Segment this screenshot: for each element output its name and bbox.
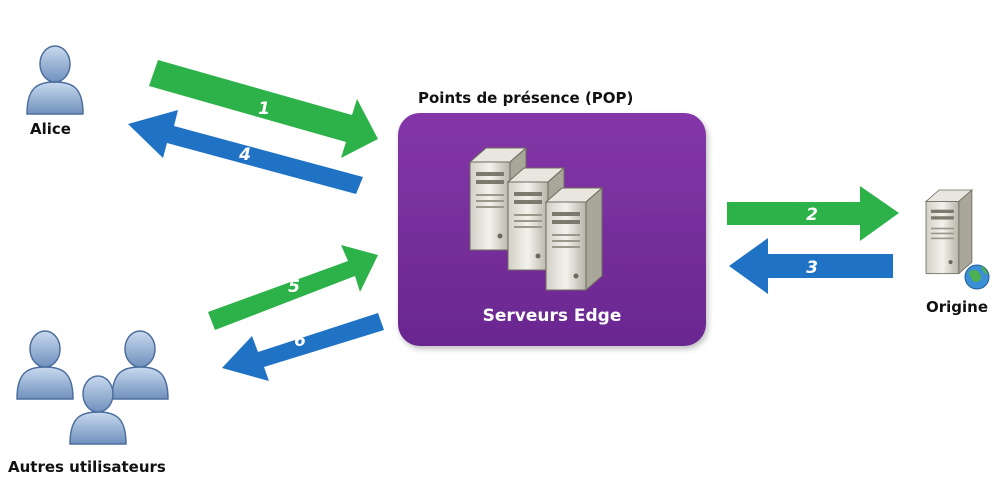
arrow-5-number: 5 [288, 277, 300, 297]
alice-label: Alice [30, 120, 71, 138]
arrow-1 [149, 60, 378, 158]
arrow-2-number: 2 [806, 205, 818, 225]
arrow-6 [222, 313, 384, 381]
arrow-4 [128, 110, 363, 194]
arrow-1-number: 1 [258, 99, 270, 119]
other-users-icon [16, 330, 169, 445]
edge-servers-label: Serveurs Edge [482, 306, 622, 326]
arrow-6-number: 6 [294, 331, 306, 351]
alice-person-icon [26, 45, 84, 115]
other-users-label: Autres utilisateurs [8, 458, 166, 476]
origin-label: Origine [926, 298, 989, 316]
arrow-5 [208, 245, 378, 330]
arrow-4-number: 4 [238, 145, 251, 165]
origin-server-icon [925, 189, 990, 290]
arrow-3-number: 3 [806, 258, 818, 278]
arrow-3 [729, 238, 893, 294]
arrow-2 [727, 186, 899, 241]
pop-title: Points de présence (POP) [418, 89, 634, 107]
